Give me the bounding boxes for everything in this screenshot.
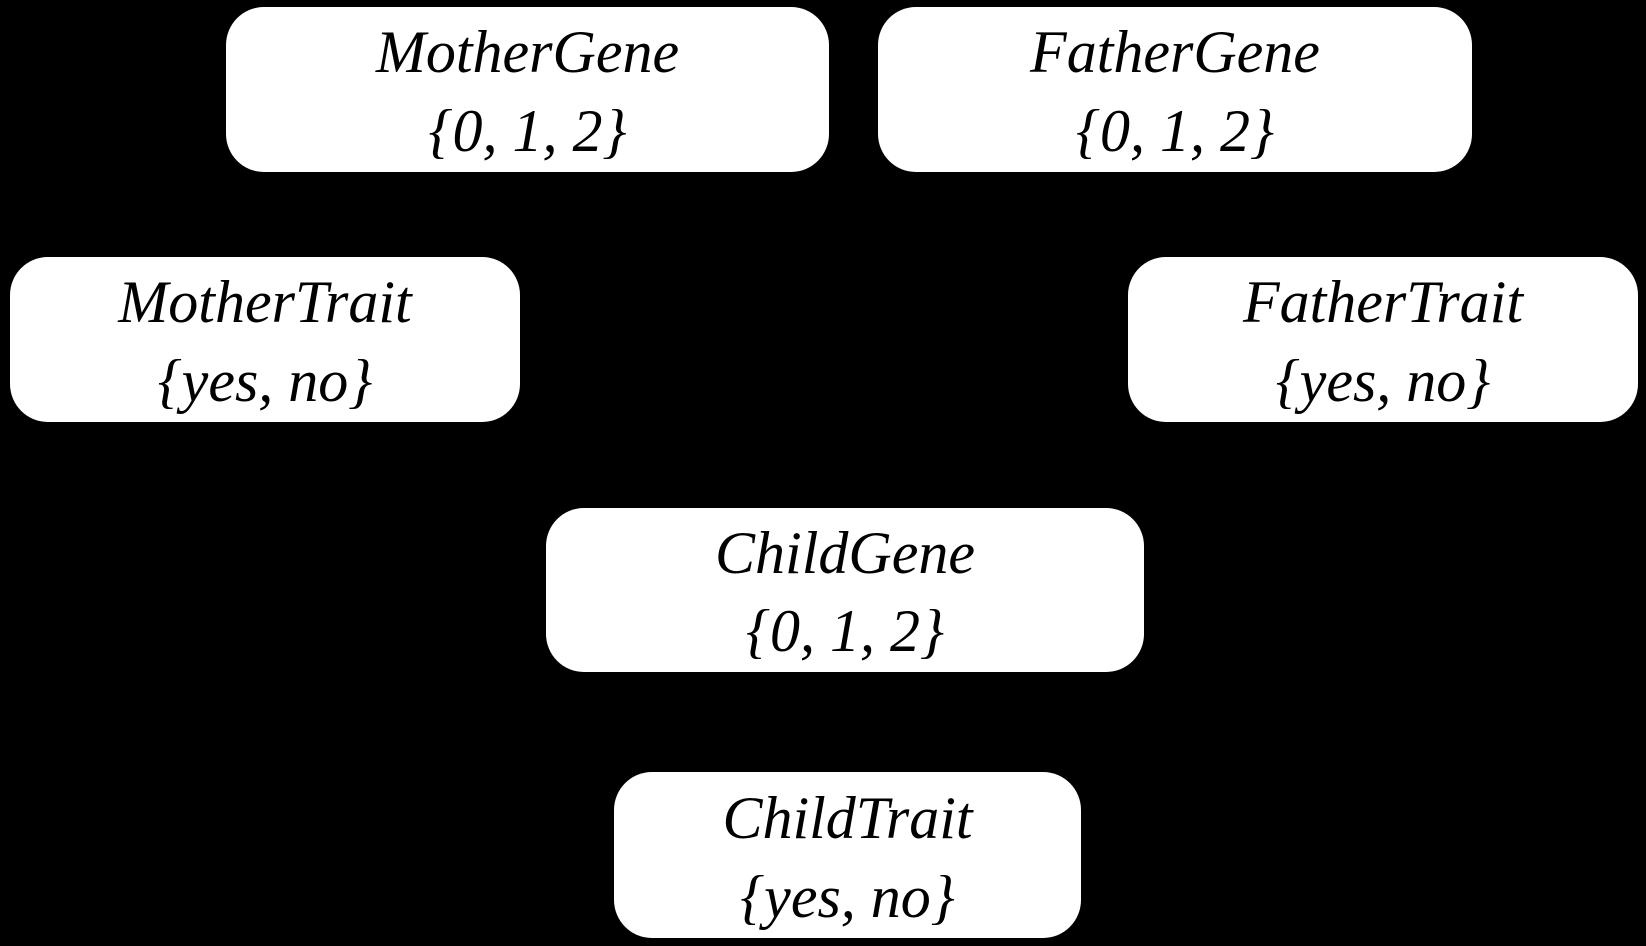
node-father-trait[interactable]: FatherTrait {yes, no}: [1128, 257, 1638, 422]
node-father-trait-label: FatherTrait: [1242, 269, 1524, 336]
node-father-trait-values: {yes, no}: [1275, 347, 1491, 414]
node-father-gene-label: FatherGene: [1030, 19, 1320, 86]
node-father-gene-values: {0, 1, 2}: [1076, 97, 1274, 164]
node-father-gene[interactable]: FatherGene {0, 1, 2}: [878, 7, 1472, 172]
node-child-gene[interactable]: ChildGene {0, 1, 2}: [546, 508, 1144, 672]
node-child-trait-label: ChildTrait: [722, 784, 973, 851]
node-child-gene-values: {0, 1, 2}: [746, 598, 944, 664]
node-child-trait[interactable]: ChildTrait {yes, no}: [614, 772, 1081, 938]
node-child-gene-label: ChildGene: [715, 520, 975, 586]
node-mother-trait-label: MotherTrait: [118, 269, 412, 336]
node-mother-trait[interactable]: MotherTrait {yes, no}: [10, 257, 520, 422]
node-child-trait-values: {yes, no}: [740, 863, 955, 930]
node-mother-gene-values: {0, 1, 2}: [428, 97, 627, 164]
node-mother-gene[interactable]: MotherGene {0, 1, 2}: [226, 7, 829, 172]
node-mother-trait-values: {yes, no}: [157, 347, 373, 414]
node-mother-gene-label: MotherGene: [375, 19, 680, 86]
